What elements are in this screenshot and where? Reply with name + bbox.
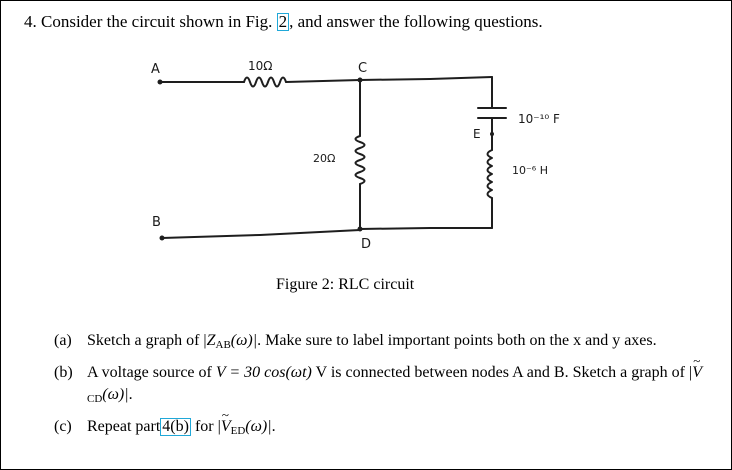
- question-text: Consider the circuit shown in Fig.: [41, 12, 273, 31]
- question-heading: 4. Consider the circuit shown in Fig. 2,…: [24, 12, 543, 32]
- part-a: (a) Sketch a graph of |ZAB(ω)|. Make sur…: [54, 330, 714, 356]
- part-b-subscript: CD: [87, 393, 103, 405]
- part-a-symbol: Z: [206, 332, 216, 349]
- series-resistor: [243, 76, 287, 88]
- shunt-resistor: [354, 135, 366, 185]
- inductor-label: 10⁻⁶ H: [512, 164, 548, 177]
- part-reference-link[interactable]: 4(b): [160, 418, 191, 436]
- capacitor-label: 10⁻¹⁰ F: [518, 112, 560, 126]
- figure-caption: Figure 2: RLC circuit: [276, 276, 415, 293]
- part-b-argument: (ω)|: [102, 386, 129, 403]
- node-b-dot: [159, 235, 165, 241]
- part-a-rest: . Make sure to label important points bo…: [257, 332, 657, 349]
- part-b-equation: V = 30 cos(ωt): [215, 364, 312, 381]
- part-c-mid: for |: [190, 418, 221, 435]
- part-c-text: Repeat part: [87, 418, 161, 435]
- inductor-coil: [486, 149, 493, 199]
- question-text-end: , and answer the following questions.: [289, 12, 543, 31]
- part-c-symbol: V: [221, 404, 231, 438]
- wire-b: [161, 229, 361, 239]
- part-a-text: Sketch a graph of |: [87, 332, 207, 349]
- question-parts: (a) Sketch a graph of |ZAB(ω)|. Make sur…: [54, 330, 714, 448]
- part-c-argument: (ω)|: [245, 418, 272, 435]
- node-d-dot: [357, 226, 363, 232]
- node-e-label: E: [473, 127, 481, 141]
- wire-bottom-right: [359, 227, 493, 230]
- part-a-label: (a): [54, 332, 72, 349]
- node-a-dot: [157, 79, 163, 85]
- shunt-resistor-label: 20Ω: [313, 152, 335, 165]
- node-e-dot: [490, 132, 494, 136]
- part-b: (b) A voltage source of V = 30 cos(ωt) V…: [54, 350, 714, 410]
- series-resistor-label: 10Ω: [248, 59, 272, 73]
- part-c-subscript: ED: [230, 425, 246, 437]
- wire-top: [285, 76, 493, 83]
- part-a-subscript: AB: [215, 339, 231, 351]
- node-d-label: D: [361, 237, 371, 252]
- part-b-label: (b): [54, 364, 73, 381]
- node-c-label: C: [358, 61, 367, 76]
- part-a-argument: (ω)|: [230, 332, 258, 349]
- question-number: 4.: [24, 12, 37, 31]
- part-c-label: (c): [54, 418, 72, 435]
- part-b-mid: V is connected between nodes A and B. Sk…: [311, 364, 693, 381]
- figure-reference-link[interactable]: 2: [276, 12, 290, 31]
- node-a-label: A: [151, 62, 160, 77]
- part-b-text: A voltage source of: [87, 364, 216, 381]
- part-b-symbol: V: [692, 350, 702, 384]
- part-b-rest: .: [128, 386, 133, 403]
- part-c-rest: .: [271, 418, 276, 435]
- node-c-dot: [357, 77, 363, 83]
- node-b-label: B: [152, 215, 161, 230]
